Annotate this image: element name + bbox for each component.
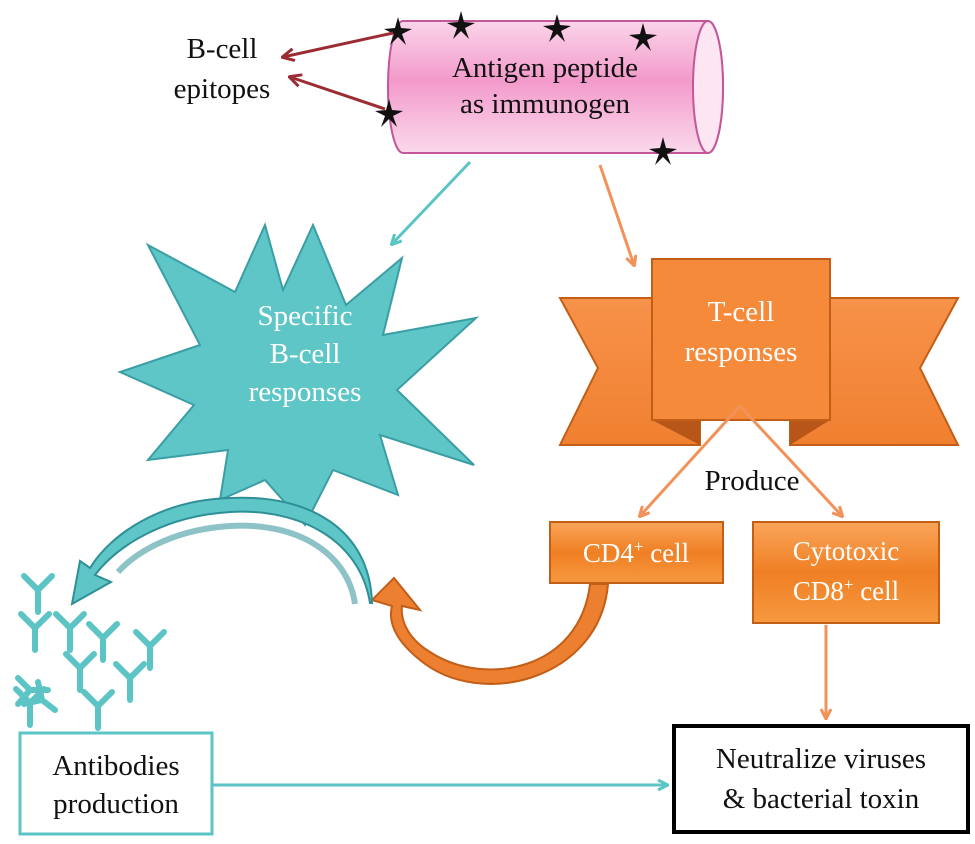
antibody-icon <box>81 689 115 731</box>
epitope-star-icon <box>629 23 657 51</box>
cd8-label-line1: Cytotoxic <box>793 536 900 566</box>
epitope-star-icon <box>375 99 403 127</box>
antibody-icon <box>53 611 87 653</box>
b-cell-responses-line3: responses <box>249 376 362 408</box>
antibody-icon <box>21 573 55 615</box>
t-cell-responses-line1: T-cell <box>708 296 775 328</box>
cd4-curved-arrow <box>370 576 610 685</box>
arrow-to-cd8 <box>738 404 842 516</box>
b-cell-responses-line1: Specific <box>257 300 352 332</box>
epitope-arrow-lower <box>290 77 386 111</box>
epitope-stars <box>375 11 677 165</box>
cd4-label: CD4+ cell <box>583 537 689 568</box>
arrow-to-cd4 <box>640 404 742 516</box>
t-cell-responses-ribbon: T-cell responses <box>558 258 960 446</box>
neutralize-box: Neutralize viruses & bacterial toxin <box>672 724 970 834</box>
epitope-star-icon <box>447 11 475 39</box>
antibody-icon <box>18 611 52 653</box>
epitope-arrow-upper <box>283 31 394 57</box>
b-cell-epitopes-label-line2: epitopes <box>174 73 271 105</box>
cytotoxic-cd8-cell-box: Cytotoxic CD8+ cell <box>752 521 940 624</box>
epitope-star-icon <box>384 17 412 45</box>
b-cell-curved-arrow <box>70 496 374 606</box>
epitope-star-icon <box>543 14 571 42</box>
epitope-star-icon <box>649 137 677 165</box>
antibody-icon <box>86 621 120 663</box>
antibodies-line2: production <box>53 788 179 820</box>
b-cell-epitopes-label-line1: B-cell <box>187 33 258 65</box>
specific-b-cell-responses-burst: Specific B-cell responses <box>117 222 480 527</box>
t-cell-responses-line2: responses <box>685 336 798 368</box>
b-cell-arrow-shadow <box>115 522 358 605</box>
antibody-icons <box>13 573 167 731</box>
neutralize-line1: Neutralize viruses <box>716 743 926 775</box>
antibody-icon <box>13 686 47 728</box>
antibody-icon <box>113 661 147 703</box>
cd8-label-line2: CD8+ cell <box>793 575 899 606</box>
antibodies-line1: Antibodies <box>52 750 179 782</box>
antibody-icon <box>133 629 167 671</box>
cd4-cell-box: CD4+ cell <box>549 521 724 584</box>
arrow-to-t-cell-responses <box>598 164 634 265</box>
arrow-to-b-cell-responses <box>392 160 472 244</box>
b-cell-responses-line2: B-cell <box>270 338 341 370</box>
neutralize-line2: & bacterial toxin <box>723 783 920 815</box>
antibodies-production-box: Antibodies production <box>18 731 214 836</box>
produce-label: Produce <box>704 465 799 497</box>
antigen-label-line1: Antigen peptide <box>452 52 638 84</box>
antibody-icon <box>63 651 97 693</box>
antigen-label-line2: as immunogen <box>460 88 630 120</box>
antigen-peptide-cylinder: Antigen peptide as immunogen <box>387 20 724 154</box>
